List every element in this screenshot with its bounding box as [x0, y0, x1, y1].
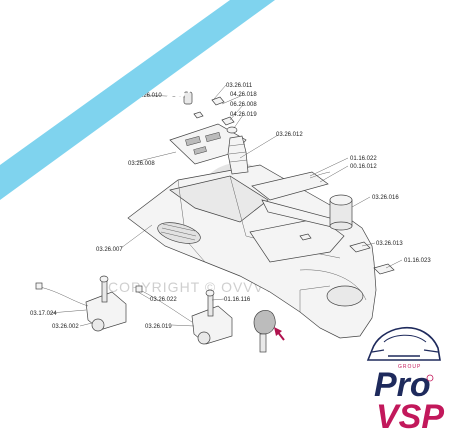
callout-labels: 03.26.010 03.26.011 04.26.018 06.26.008 …: [30, 83, 431, 330]
callout-label: 03.26.022: [150, 297, 177, 303]
leader-lines: [49, 84, 403, 327]
callout-label: 04.26.018: [230, 92, 257, 98]
callout-label: 04.26.019: [230, 112, 257, 118]
watermark-text: COPYRIGHT © OVVVV: [108, 279, 274, 295]
callout-label: 03.26.007: [96, 247, 123, 253]
callout-label: 01.16.022: [350, 156, 377, 162]
logo-word-pro: Pro: [374, 366, 431, 404]
callout-label: 03.26.013: [376, 241, 403, 247]
callout-label: 03.26.012: [276, 132, 303, 138]
right-gear-mechanism: [135, 285, 233, 345]
callout-label: 03.17.024: [30, 311, 57, 317]
gear-knob: [253, 309, 276, 353]
callout-label: 03.26.002: [52, 324, 79, 330]
provsp-logo: GROUP Pro VSP: [366, 326, 444, 436]
logo-group-text: GROUP: [398, 364, 421, 370]
top-small-parts: [183, 91, 238, 134]
callout-label: 01.16.023: [404, 258, 431, 264]
callout-label: 03.26.016: [372, 195, 399, 201]
center-console: [127, 164, 377, 339]
cup-holder: [329, 194, 353, 231]
callout-label: 06.26.008: [230, 102, 257, 108]
callout-label: 03.26.019: [145, 324, 172, 330]
highlight-arrow: [274, 327, 285, 341]
logo-word-vsp: VSP: [376, 398, 444, 436]
left-gear-mechanism: [35, 275, 127, 332]
car-icon: [366, 326, 441, 361]
registered-mark-icon: [426, 374, 434, 382]
callout-label: 00.16.012: [350, 164, 377, 170]
gear-tray: [169, 123, 247, 165]
side-vent: [157, 222, 201, 244]
gear-boot: [227, 135, 249, 175]
callout-label: 03.26.011: [226, 83, 253, 89]
callout-label: 03.26.008: [128, 161, 155, 167]
callout-label: 01.16.116: [224, 297, 251, 303]
callout-label: 03.26.010: [135, 93, 162, 99]
